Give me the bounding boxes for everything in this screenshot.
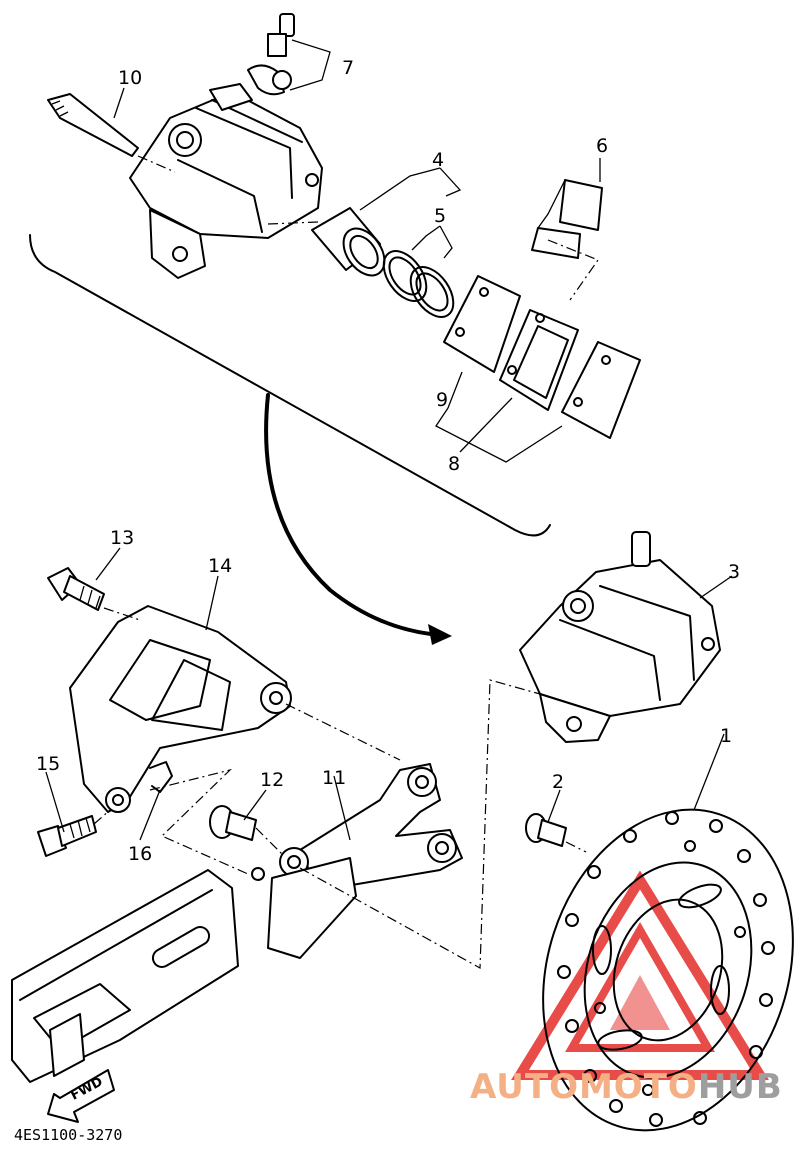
callout-14: 14 — [208, 555, 232, 577]
callout-16: 16 — [128, 843, 152, 865]
bleed-screw-part-7 — [247, 13, 295, 96]
assembly-arrow — [264, 393, 442, 637]
brake-pad-part-9-left — [443, 275, 521, 373]
brake-pad-part-8 — [499, 309, 579, 411]
callout-7: 7 — [342, 57, 354, 79]
piston-part-4 — [311, 207, 386, 277]
assembly-lines — [93, 155, 599, 970]
torque-arm-part-11 — [251, 763, 463, 959]
callout-5: 5 — [434, 205, 446, 227]
disc-vent-holes — [557, 811, 775, 1127]
pad-spring-part-6 — [531, 179, 603, 259]
swing-arm — [11, 869, 239, 1083]
callout-1: 1 — [720, 725, 732, 747]
slide-pin-part-10 — [47, 93, 139, 157]
brake-pad-part-9-right — [561, 341, 641, 439]
callout-15: 15 — [36, 753, 60, 775]
watermark-logo — [511, 870, 769, 1080]
bolt-part-15 — [37, 815, 97, 857]
detail-bracket-line — [29, 234, 551, 537]
callout-6: 6 — [596, 135, 608, 157]
callout-10: 10 — [118, 67, 142, 89]
caliper-bracket-part-14 — [69, 605, 292, 813]
callout-12: 12 — [260, 769, 284, 791]
disc-bolt-part-2 — [525, 813, 567, 847]
callout-2: 2 — [552, 771, 564, 793]
callout-3: 3 — [728, 561, 740, 583]
caliper-body-exploded — [129, 83, 323, 279]
watermark-text-a: AUTOMOTO — [470, 1067, 698, 1107]
part-code: 4ES1100-3270 — [14, 1126, 122, 1144]
forward-arrow-icon — [47, 1069, 115, 1123]
callout-11: 11 — [322, 767, 346, 789]
callout-8: 8 — [448, 453, 460, 475]
bolt-part-12 — [209, 805, 257, 841]
brake-disc-part-1 — [542, 808, 794, 1132]
caliper-assembly-part-3 — [519, 531, 721, 743]
bolt-part-13 — [47, 567, 105, 611]
callout-4: 4 — [432, 149, 444, 171]
watermark-text: AUTOMOTOHUB — [470, 1067, 783, 1107]
callout-13: 13 — [110, 527, 134, 549]
assembly-arrowhead — [428, 624, 452, 645]
piston-seals-part-5 — [382, 250, 455, 318]
clip-part-16 — [149, 761, 173, 793]
leader-lines — [45, 39, 733, 841]
callout-9: 9 — [436, 389, 448, 411]
watermark-text-b: HUB — [698, 1067, 783, 1107]
